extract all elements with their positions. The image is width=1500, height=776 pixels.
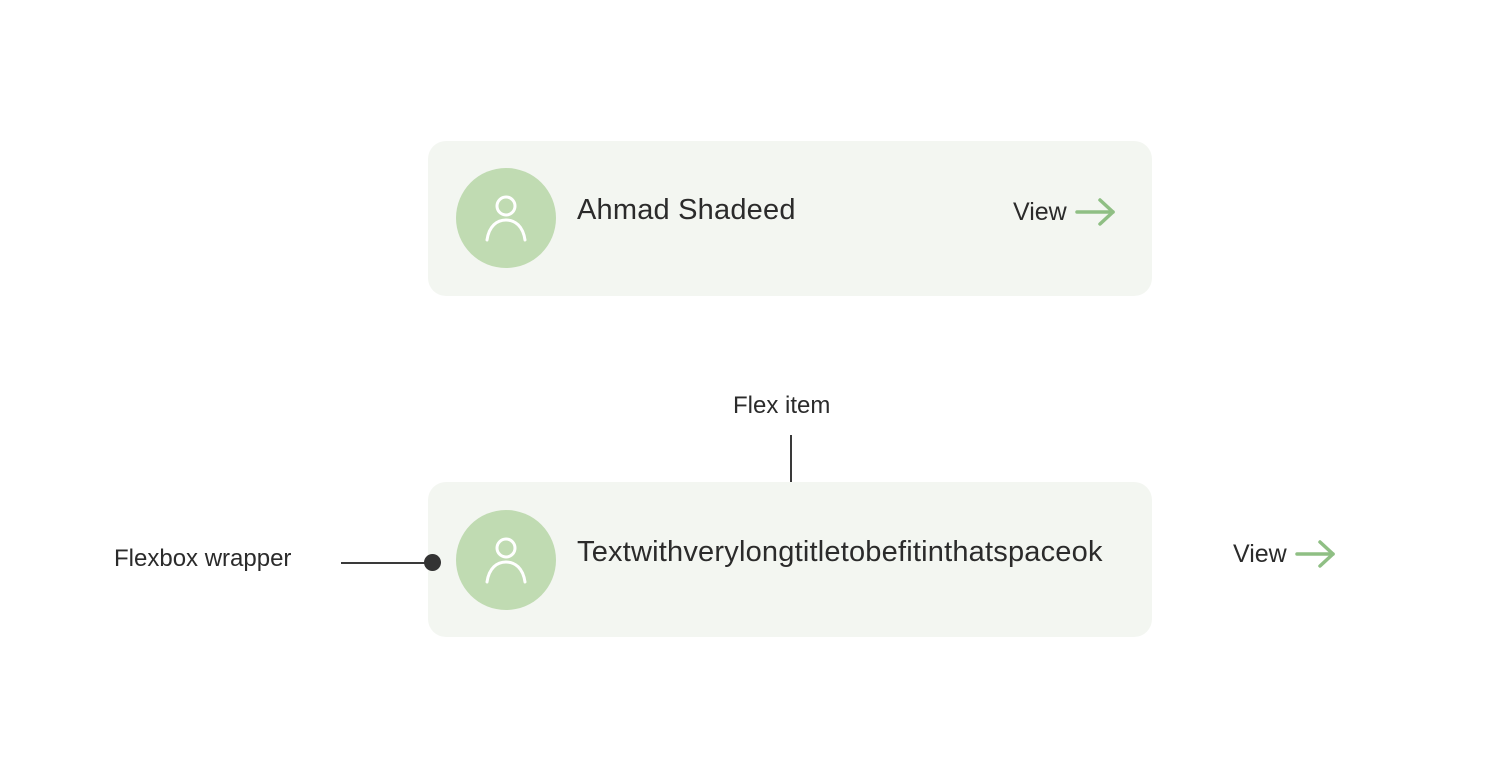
arrow-right-icon	[1075, 197, 1117, 227]
view-link-label: View	[1013, 197, 1067, 226]
avatar	[456, 510, 556, 610]
flex-item-annotation-label: Flex item	[733, 392, 831, 419]
view-link[interactable]: View	[1013, 197, 1117, 227]
flexbox-wrapper-annotation-label: Flexbox wrapper	[114, 545, 292, 572]
avatar	[456, 168, 556, 268]
arrow-right-icon	[1295, 539, 1337, 569]
user-icon	[485, 195, 527, 242]
card-title: Textwithverylongtitletobefitinthatspaceo…	[577, 536, 1103, 568]
flex-item-leader-line	[790, 435, 792, 515]
view-link[interactable]: View	[1233, 539, 1337, 569]
view-link-label: View	[1233, 539, 1287, 568]
flexbox-wrapper-marker-dot	[424, 554, 441, 571]
flexbox-wrapper-leader-line	[341, 562, 433, 564]
user-icon	[485, 537, 527, 584]
card-title: Ahmad Shadeed	[577, 194, 796, 226]
